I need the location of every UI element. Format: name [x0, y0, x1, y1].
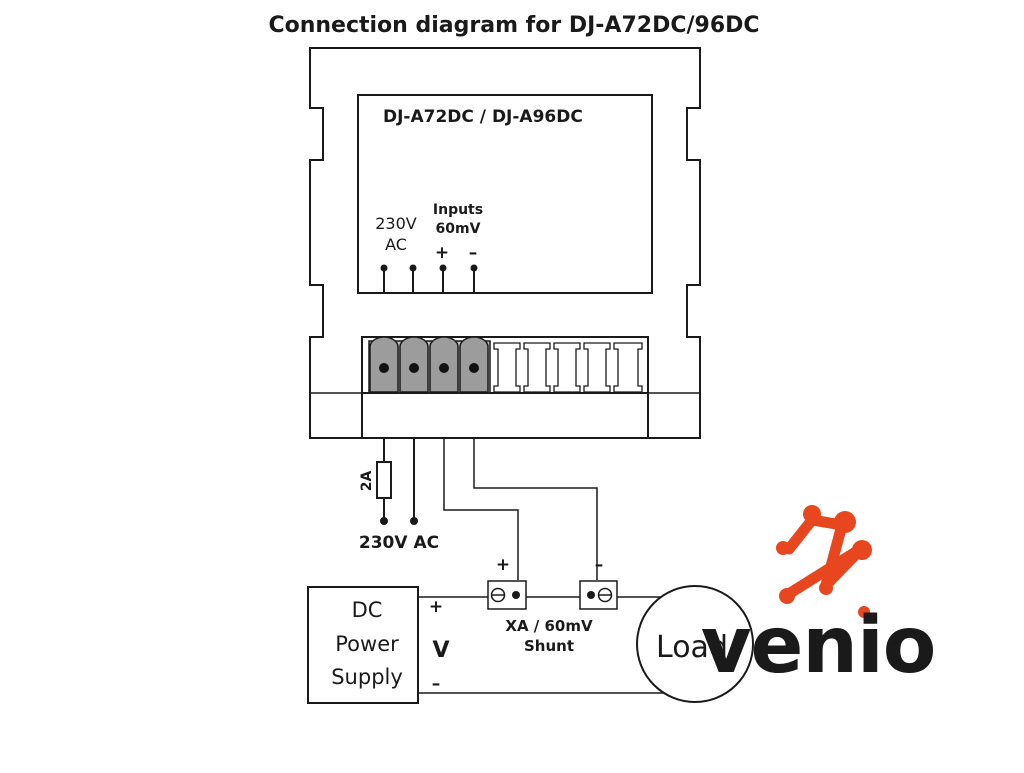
- fuse-label: 2A: [359, 471, 375, 492]
- ac-label-line2: AC: [385, 235, 407, 254]
- shunt-label-line2: Shunt: [524, 637, 574, 655]
- ac-supply-label: 230V AC: [359, 533, 439, 553]
- shunt-plus-label: +: [496, 555, 510, 575]
- venio-logo-icon: [776, 505, 872, 618]
- venio-logo-text: venio: [701, 601, 936, 691]
- power-supply-line2: Power: [335, 632, 399, 656]
- terminal-block-base: [361, 392, 649, 439]
- supply-minus-label: –: [432, 674, 441, 694]
- input-plus-label: +: [435, 243, 449, 263]
- panel-pins: [380, 264, 478, 292]
- shunt-label-line1: XA / 60mV: [505, 617, 593, 635]
- dc-power-supply-box: [307, 586, 419, 704]
- diagram-title: Connection diagram for DJ-A72DC/96DC: [268, 13, 759, 38]
- meter-label-panel: [357, 94, 653, 294]
- load-circle: [636, 585, 754, 703]
- shunt-terminal-minus: [579, 580, 618, 610]
- ac-wiring: [376, 438, 418, 525]
- inputs-label-line1: Inputs: [433, 202, 483, 218]
- shunt-terminal-plus: [487, 580, 527, 610]
- model-label: DJ-A72DC / DJ-A96DC: [383, 107, 583, 127]
- input-minus-label: –: [469, 243, 478, 263]
- supply-voltage-label: V: [432, 638, 449, 663]
- terminal-block: [361, 336, 649, 394]
- ac-label-line1: 230V: [375, 214, 417, 233]
- unused-terminals: [493, 342, 643, 393]
- power-supply-line3: Supply: [331, 665, 403, 689]
- power-supply-line1: DC: [352, 598, 383, 622]
- shunt-minus-label: –: [595, 555, 604, 575]
- fuse-symbol: [376, 461, 392, 499]
- inputs-label-line2: 60mV: [436, 221, 481, 237]
- shunt-wiring: [443, 438, 598, 580]
- meter-housing: [309, 47, 701, 439]
- load-label: Load: [656, 630, 728, 665]
- supply-plus-label: +: [429, 597, 443, 617]
- active-terminals: [368, 336, 491, 394]
